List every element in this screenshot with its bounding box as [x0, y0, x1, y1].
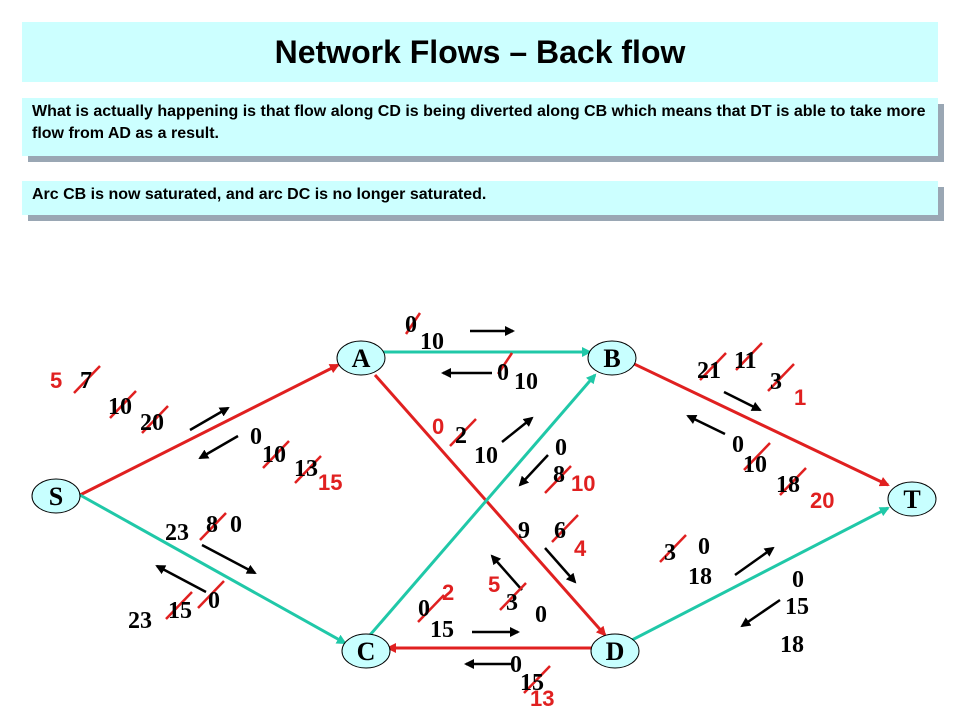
flow-label: 0 [535, 602, 547, 628]
flow-label: 0 [418, 596, 430, 622]
flow-label: 13 [294, 456, 318, 482]
flow-label: 3 [664, 540, 676, 566]
flow-label: 11 [734, 348, 757, 374]
flow-label: 21 [697, 358, 721, 384]
flow-label: 1 [794, 385, 806, 410]
arc-s-a [79, 363, 340, 497]
title-bar: Network Flows – Back flow [22, 22, 938, 82]
arc-a-d [373, 374, 607, 637]
node-a: A [336, 340, 386, 376]
flow-label: 0 [432, 414, 444, 439]
flow-label: 13 [530, 686, 554, 711]
node-b: B [587, 340, 637, 376]
flow-label: 15 [430, 617, 454, 643]
flow-label: 7 [80, 368, 92, 394]
flow-label: 10 [262, 442, 286, 468]
flow-label: 15 [168, 598, 192, 624]
node-d: D [590, 633, 640, 669]
node-a-label: A [352, 344, 371, 373]
flow-label: 15 [318, 470, 342, 495]
arc-b-t [629, 360, 890, 487]
flow-label: 18 [776, 472, 800, 498]
flow-label: 0 [250, 424, 262, 450]
node-d-label: D [606, 637, 625, 666]
page-title: Network Flows – Back flow [274, 33, 686, 70]
flow-label: 0 [555, 435, 567, 461]
node-b-label: B [603, 344, 620, 373]
status-box: Arc CB is now saturated, and arc DC is n… [22, 181, 938, 215]
node-c: C [341, 633, 391, 669]
flow-label: 5 [50, 368, 62, 393]
flow-label: 18 [780, 632, 804, 658]
flow-label: 0 [792, 567, 804, 593]
flow-label: 2 [455, 423, 467, 449]
flow-label: 15 [785, 594, 809, 620]
flow-label: 23 [165, 520, 189, 546]
flow-label: 20 [810, 488, 834, 513]
flow-label: 23 [128, 608, 152, 634]
explanation-box: What is actually happening is that flow … [22, 98, 938, 156]
node-t-label: T [903, 485, 920, 514]
flow-label: 0 [497, 360, 509, 386]
flow-label: 4 [574, 536, 587, 561]
node-s: S [31, 478, 81, 514]
flow-label: 6 [554, 518, 566, 544]
arc-d-t [631, 506, 890, 642]
node-c-label: C [357, 637, 376, 666]
arc-c-b [368, 373, 597, 636]
node-s-label: S [49, 482, 63, 511]
flow-label: 0 [230, 512, 242, 538]
flow-label: 10 [108, 394, 132, 420]
flow-label: 10 [571, 471, 595, 496]
flow-label: 3 [770, 369, 782, 395]
flow-label: 3 [506, 590, 518, 616]
flow-label: 10 [474, 443, 498, 469]
flow-label: 0 [405, 312, 417, 338]
flow-label: 10 [420, 329, 444, 355]
flow-label: 0 [698, 534, 710, 560]
flow-label: 10 [743, 452, 767, 478]
flow-label: 0 [732, 432, 744, 458]
flow-label: 10 [514, 369, 538, 395]
flow-label: 0 [208, 588, 220, 614]
flow-label: 20 [140, 410, 164, 436]
flow-label: 18 [688, 564, 712, 590]
arc-s-c [79, 493, 347, 645]
flow-label: 8 [206, 512, 218, 538]
flow-label: 2 [442, 580, 454, 605]
flow-label: 8 [553, 462, 565, 488]
node-t: T [887, 481, 937, 517]
flow-label: 0 [510, 652, 522, 678]
flow-label: 5 [488, 572, 500, 597]
flow-label: 15 [520, 670, 544, 696]
flow-label: 9 [518, 518, 530, 544]
